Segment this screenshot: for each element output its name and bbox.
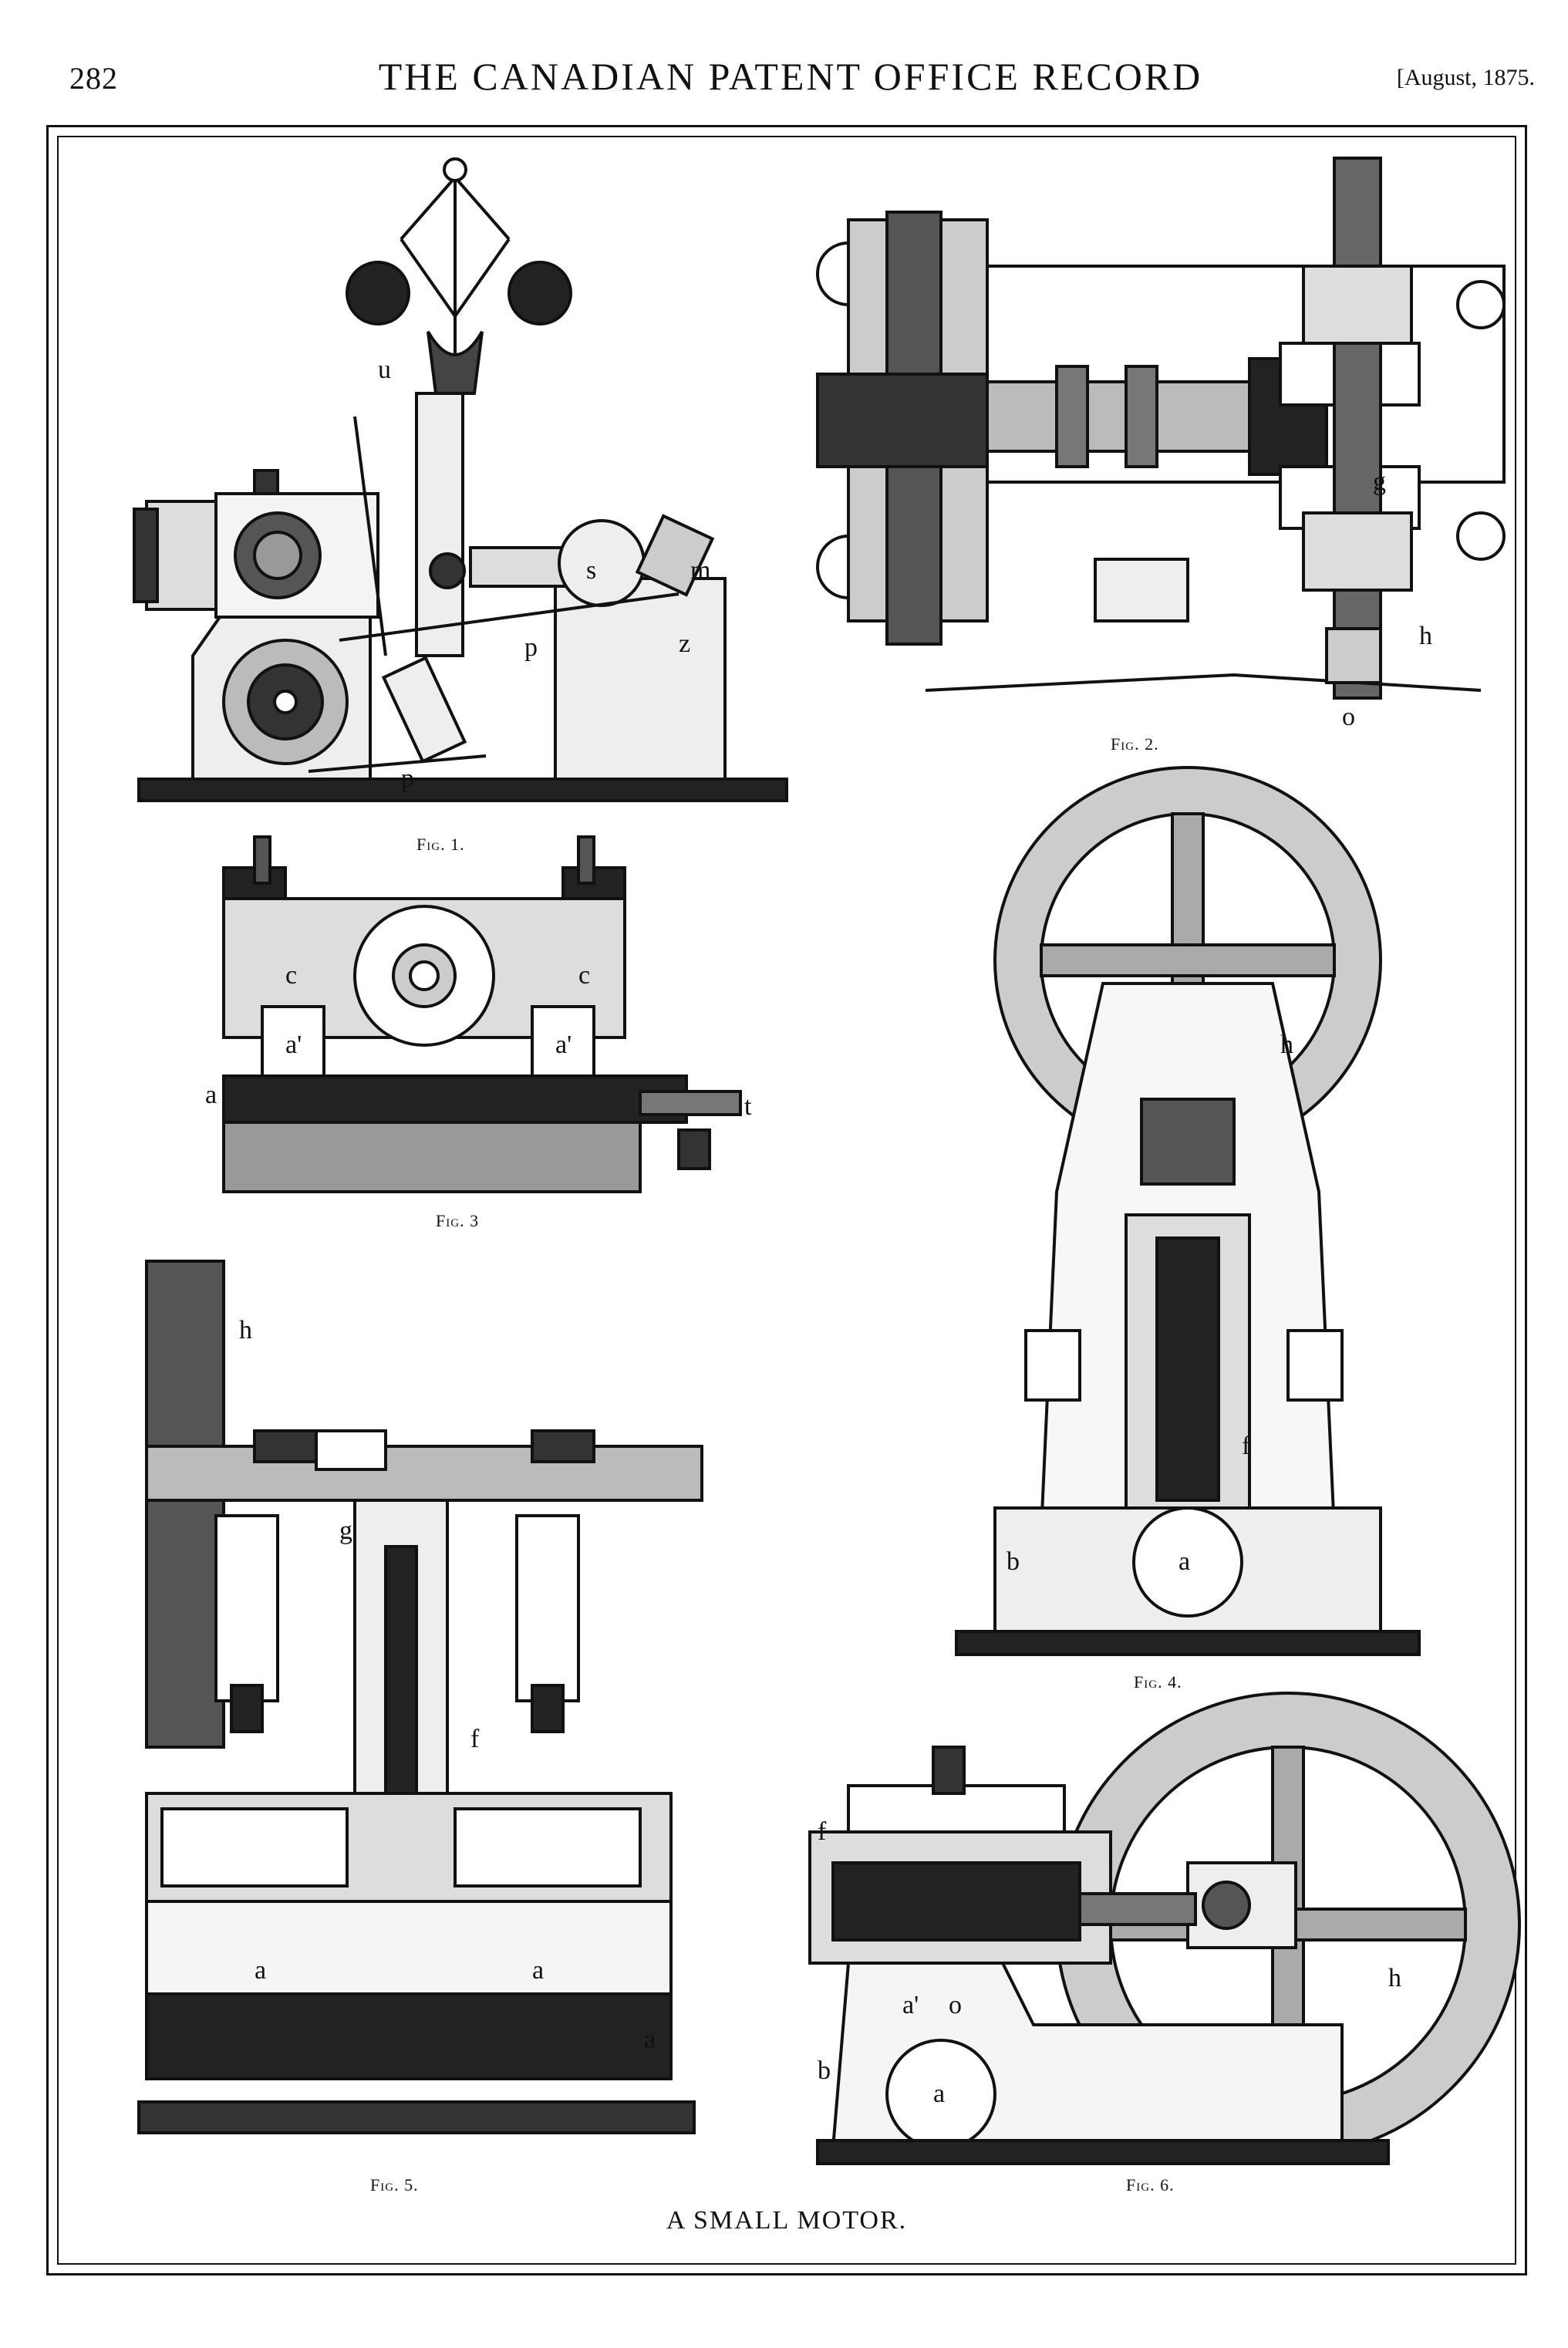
page-header: 282 THE CANADIAN PATENT OFFICE RECORD [A… bbox=[46, 54, 1535, 108]
figure-4-caption: Fig. 4. bbox=[1134, 1672, 1182, 1692]
figure-3-caption: Fig. 3 bbox=[436, 1211, 480, 1230]
fig6-label-h: h bbox=[1388, 1964, 1401, 1992]
fig3-label-a-prime-right: a' bbox=[555, 1031, 572, 1059]
plate-outer-frame bbox=[46, 125, 1527, 2275]
figure-1-engine-with-governor: u s m p z p bbox=[133, 157, 788, 802]
fig2-label-g: g bbox=[1373, 467, 1386, 496]
figure-6-horizontal-engine: f h a' o a b bbox=[808, 1692, 1521, 2165]
figure-3-cylinder-section: c c a' a' a t bbox=[205, 835, 752, 1193]
fig1-label-s: s bbox=[586, 556, 596, 585]
fig5-label-a-base: a bbox=[644, 2026, 656, 2054]
figure-4-side-elevation: h f b a bbox=[955, 766, 1421, 1656]
page-number: 282 bbox=[69, 61, 118, 96]
figure-5-caption: Fig. 5. bbox=[370, 2175, 419, 2195]
figure-1-caption: Fig. 1. bbox=[416, 835, 465, 854]
fig5-label-a-right: a bbox=[532, 1956, 544, 1985]
fig3-label-a-prime-left: a' bbox=[285, 1031, 302, 1059]
fig5-label-h: h bbox=[239, 1316, 252, 1344]
plate-title: A SMALL MOTOR. bbox=[666, 2206, 908, 2235]
fig2-label-o: o bbox=[1342, 703, 1355, 731]
fig5-label-f: f bbox=[470, 1725, 480, 1753]
fig3-label-c-right: c bbox=[578, 961, 590, 990]
fig1-label-p-lower: p bbox=[401, 764, 414, 793]
fig6-label-a-prime: a' bbox=[902, 1991, 919, 2019]
fig1-label-m: m bbox=[690, 556, 710, 585]
fig4-label-h: h bbox=[1280, 1031, 1293, 1059]
figure-5-section: h g f a a a bbox=[137, 1260, 703, 2134]
fig5-label-g: g bbox=[339, 1516, 352, 1545]
fig1-label-u: u bbox=[378, 356, 391, 384]
fig3-label-a: a bbox=[205, 1081, 217, 1109]
figure-2-plan-view: g h o bbox=[816, 157, 1506, 731]
issue-date: [August, 1875. bbox=[1396, 65, 1535, 90]
fig6-label-b: b bbox=[818, 2056, 831, 2085]
fig6-label-o: o bbox=[949, 1991, 962, 2019]
fig1-label-p-upper: p bbox=[524, 633, 538, 662]
fig4-label-b: b bbox=[1007, 1547, 1020, 1576]
fig6-label-f: f bbox=[818, 1817, 827, 1846]
fig4-label-a: a bbox=[1179, 1547, 1190, 1576]
fig1-label-z: z bbox=[679, 629, 690, 658]
fig3-label-t: t bbox=[744, 1092, 752, 1121]
fig4-label-f: f bbox=[1242, 1432, 1251, 1460]
plate-inner-frame bbox=[57, 136, 1516, 2265]
fig6-label-a: a bbox=[933, 2080, 945, 2108]
fig3-label-c-left: c bbox=[285, 961, 297, 990]
figure-6-caption: Fig. 6. bbox=[1126, 2175, 1175, 2195]
fig5-label-a-left: a bbox=[255, 1956, 266, 1985]
journal-title: THE CANADIAN PATENT OFFICE RECORD bbox=[378, 55, 1203, 98]
fig2-label-h: h bbox=[1419, 622, 1432, 650]
figure-2-caption: Fig. 2. bbox=[1111, 734, 1159, 754]
